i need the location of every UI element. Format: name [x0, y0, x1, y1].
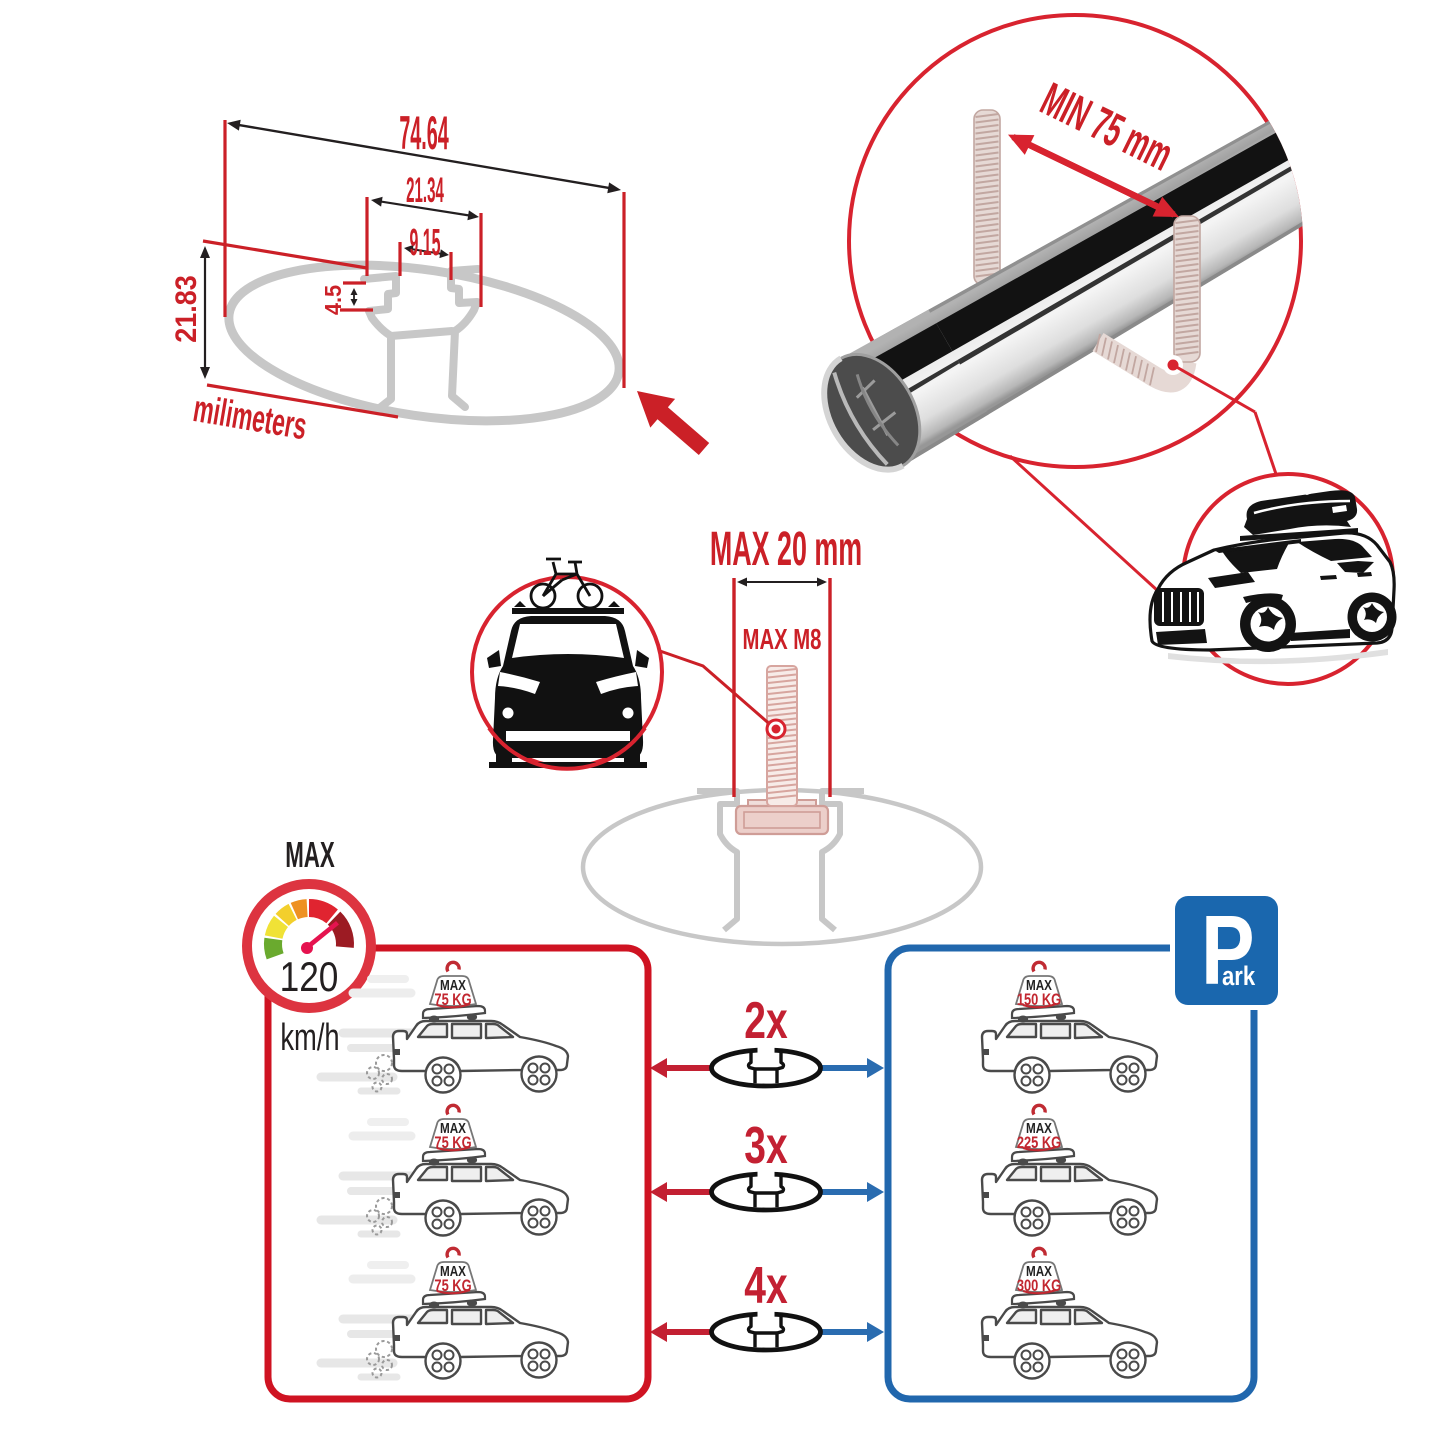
svg-text:120: 120 — [280, 954, 339, 1001]
svg-text:MAX 20 mm: MAX 20 mm — [710, 523, 862, 576]
svg-text:MAX: MAX — [1026, 1263, 1052, 1280]
svg-text:MAX: MAX — [1026, 977, 1052, 994]
svg-text:MAX M8: MAX M8 — [743, 624, 822, 656]
svg-text:9.15: 9.15 — [409, 222, 440, 264]
svg-text:ark: ark — [1222, 962, 1255, 992]
svg-text:21.83: 21.83 — [170, 275, 204, 343]
svg-text:MAX: MAX — [440, 1120, 466, 1137]
svg-text:75 KG: 75 KG — [434, 992, 471, 1010]
svg-text:MAX: MAX — [440, 1263, 466, 1280]
svg-text:MAX: MAX — [285, 836, 335, 876]
svg-text:75 KG: 75 KG — [434, 1278, 471, 1296]
svg-text:74.64: 74.64 — [399, 106, 448, 159]
svg-text:4x: 4x — [744, 1255, 788, 1314]
svg-text:km/h: km/h — [280, 1017, 339, 1059]
svg-text:P: P — [1201, 895, 1255, 1004]
svg-text:MAX: MAX — [1026, 1120, 1052, 1137]
svg-text:MAX: MAX — [440, 977, 466, 994]
svg-text:21.34: 21.34 — [406, 171, 444, 210]
svg-text:75 KG: 75 KG — [434, 1135, 471, 1153]
svg-text:3x: 3x — [744, 1115, 788, 1174]
svg-text:2x: 2x — [744, 990, 788, 1049]
svg-text:4.5: 4.5 — [320, 285, 346, 315]
